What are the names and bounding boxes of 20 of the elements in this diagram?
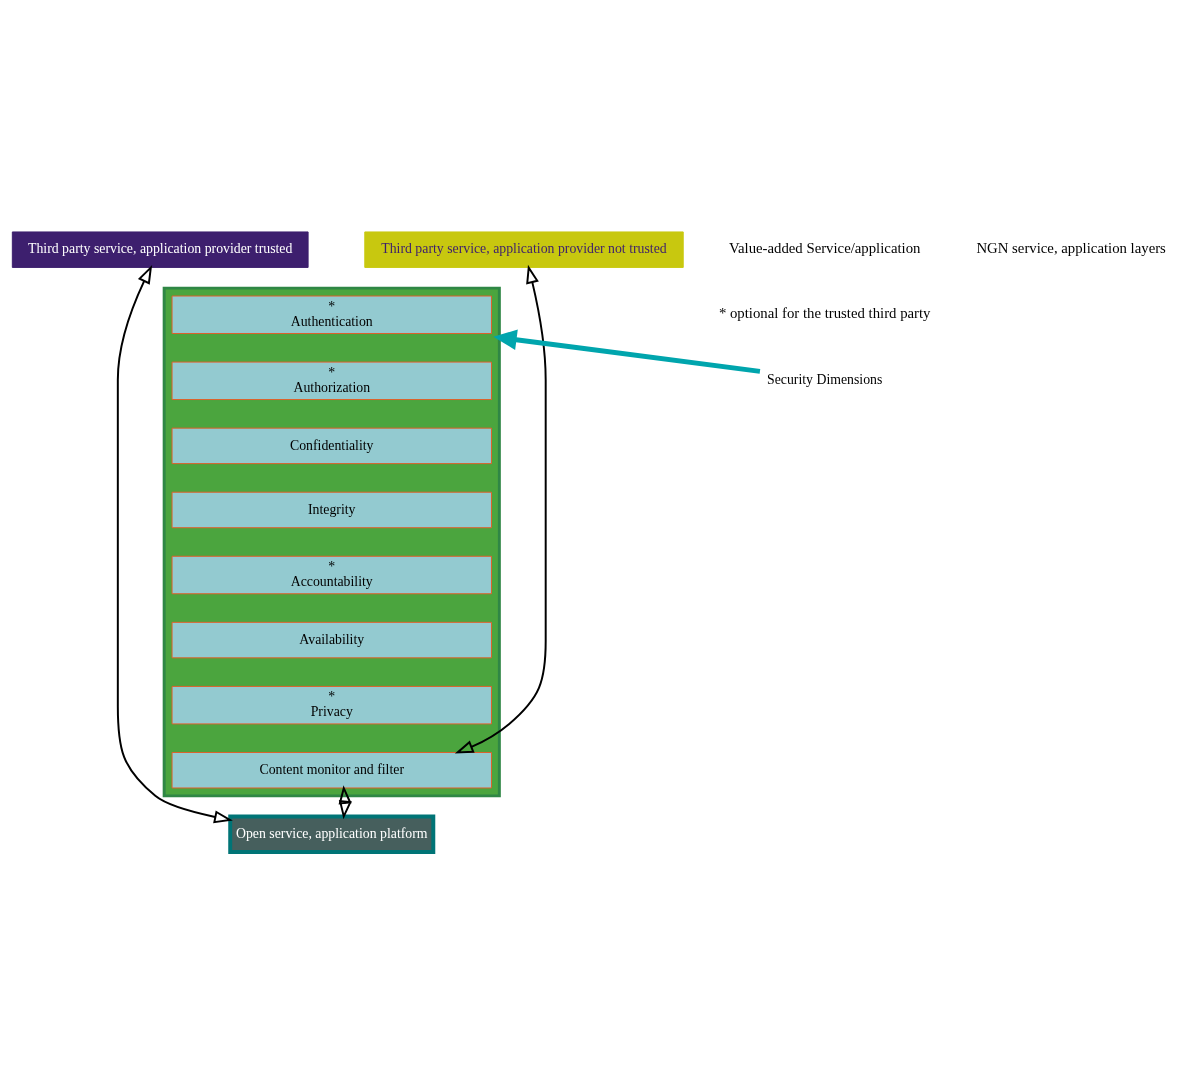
arrow [116, 264, 233, 824]
label: NGN service, application layers [976, 240, 1166, 257]
node-box: Confidentiality [171, 427, 492, 465]
label: Value-added Service/application [728, 240, 921, 257]
node-box: Availability [171, 621, 492, 659]
node-box: * Privacy [171, 685, 492, 725]
node-box: Third party service, application provider trusted [11, 231, 309, 268]
arrow [454, 264, 547, 754]
node-box: * Accountability [171, 555, 492, 595]
arrow [493, 329, 761, 374]
node-box: * Authorization [171, 361, 492, 401]
node-box: * Authentication [171, 295, 492, 334]
node-box: Third party service, application provider not trusted [364, 231, 684, 268]
node-text: Security Dimensions [767, 372, 883, 388]
cluster [162, 286, 501, 798]
arrow [338, 785, 352, 820]
node-box: Integrity [171, 491, 492, 529]
label: * optional for the trusted third party [718, 305, 931, 322]
node-box: Open service, application platform [228, 814, 436, 855]
node-box: Content monitor and filter [171, 752, 492, 789]
